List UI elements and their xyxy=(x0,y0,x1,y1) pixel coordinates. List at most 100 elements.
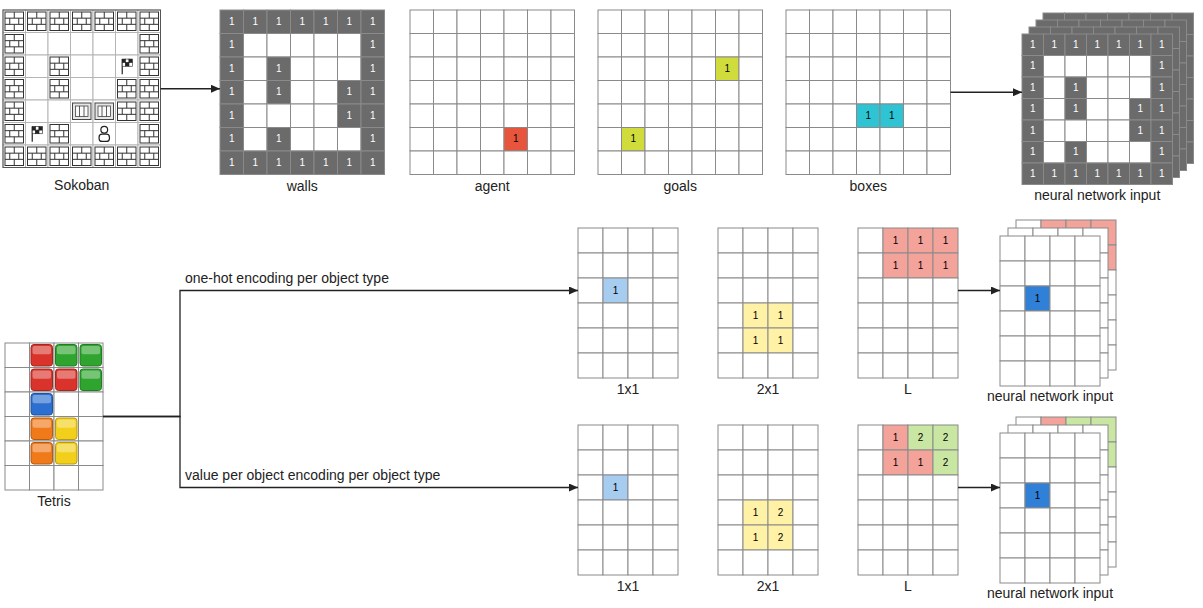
brick-icon xyxy=(28,147,47,166)
grid-cell xyxy=(743,550,768,575)
board-cell xyxy=(93,100,116,123)
grid-cell xyxy=(793,525,818,550)
grid-cell xyxy=(628,475,653,500)
grid-cell xyxy=(434,34,458,58)
board-cell xyxy=(71,78,94,101)
grid-cell xyxy=(504,151,528,175)
board-cell xyxy=(79,392,104,417)
grid-cell xyxy=(1129,56,1151,78)
board-cell xyxy=(93,33,116,56)
grid-cell xyxy=(908,303,933,328)
grid-cell xyxy=(716,81,740,105)
grid-cell xyxy=(267,81,291,105)
grid-cell xyxy=(1075,458,1100,483)
icon-line xyxy=(149,12,150,18)
grid-cell xyxy=(1075,236,1100,261)
flag-icon xyxy=(126,63,129,67)
grid-cell xyxy=(793,550,818,575)
grid-cell xyxy=(1075,261,1100,286)
grid-cell xyxy=(718,328,743,353)
icon-line xyxy=(149,47,150,53)
piece-grid: L xyxy=(858,425,958,575)
agent-icon xyxy=(101,126,108,133)
icon-line xyxy=(81,24,82,30)
grid-cell xyxy=(793,425,818,450)
grid-caption: agent xyxy=(475,179,510,194)
grid-cell xyxy=(883,450,908,475)
grid-cell xyxy=(858,353,883,378)
icon-line xyxy=(63,153,64,159)
grid-cell xyxy=(718,253,743,278)
icon-line xyxy=(63,86,64,92)
grid-cell xyxy=(1129,99,1151,121)
cell-value: 1 xyxy=(1044,40,1066,50)
grid-cell xyxy=(1087,56,1109,78)
grid-cell xyxy=(628,303,653,328)
grid-cell xyxy=(1087,34,1109,56)
grid-cell xyxy=(645,10,669,34)
cell-value: 1 xyxy=(244,17,268,27)
grid-cell xyxy=(1025,483,1050,508)
grid-cell xyxy=(883,303,908,328)
grid-cell xyxy=(434,128,458,152)
grid-cell xyxy=(267,104,291,128)
grid-cell xyxy=(598,10,622,34)
cell-value: 1 xyxy=(267,134,291,144)
grid-cell xyxy=(645,34,669,58)
grid-cell xyxy=(314,151,338,175)
cell-value: 1 xyxy=(933,236,958,246)
grid-cell xyxy=(786,81,810,105)
grid-cell xyxy=(1000,533,1025,558)
grid-cell xyxy=(883,278,908,303)
icon-line xyxy=(122,153,123,159)
grid-cell xyxy=(716,34,740,58)
grid-cell xyxy=(578,278,603,303)
cell-value: 1 xyxy=(1022,147,1044,157)
icon-line xyxy=(63,63,64,69)
icon-line xyxy=(14,35,15,41)
brick-icon xyxy=(5,80,24,99)
grid-cell xyxy=(1044,120,1066,142)
grid-cell xyxy=(793,353,818,378)
grid-cell xyxy=(551,10,575,34)
edge-label: value per object encoding per object typ… xyxy=(184,468,441,483)
grid-cell xyxy=(1044,34,1066,56)
piece-grid: 2x1 xyxy=(718,228,818,378)
brick-icon xyxy=(140,125,159,144)
grid-cell xyxy=(1050,236,1075,261)
board-cell xyxy=(3,78,26,101)
piece-grid: 1x1 xyxy=(578,228,678,378)
icon-line xyxy=(131,108,132,114)
grid-caption: L xyxy=(904,382,912,397)
grid-cell xyxy=(578,475,603,500)
grid-cell xyxy=(504,128,528,152)
crate-icon xyxy=(98,106,111,117)
icon-line xyxy=(9,63,10,69)
cell-value: 1 xyxy=(1022,104,1044,114)
grid-cell xyxy=(768,353,793,378)
cell-value: 1 xyxy=(716,64,740,74)
tetromino-block xyxy=(31,443,53,465)
icon-line xyxy=(106,106,107,117)
cell-value: 1 xyxy=(883,236,908,246)
icon-line xyxy=(14,125,15,131)
grid-cell xyxy=(598,104,622,128)
grid-cell xyxy=(692,128,716,152)
input-stack: neural network input xyxy=(1000,236,1100,386)
cell-value: 1 xyxy=(1022,169,1044,179)
grid-cell xyxy=(833,57,857,81)
grid-cell xyxy=(1050,261,1075,286)
grid-cell xyxy=(1050,533,1075,558)
icon-line xyxy=(54,63,55,69)
grid-cell xyxy=(1129,35,1151,57)
grid-cell xyxy=(528,128,552,152)
grid-cell xyxy=(551,104,575,128)
grid-cell xyxy=(883,353,908,378)
grid-cell xyxy=(1043,78,1065,100)
grid-cell xyxy=(578,500,603,525)
flag-icon xyxy=(122,63,125,67)
grid-cell xyxy=(880,81,904,105)
crate-icon xyxy=(73,103,92,120)
grid-cell xyxy=(1129,121,1151,143)
grid-cell xyxy=(1151,99,1173,121)
